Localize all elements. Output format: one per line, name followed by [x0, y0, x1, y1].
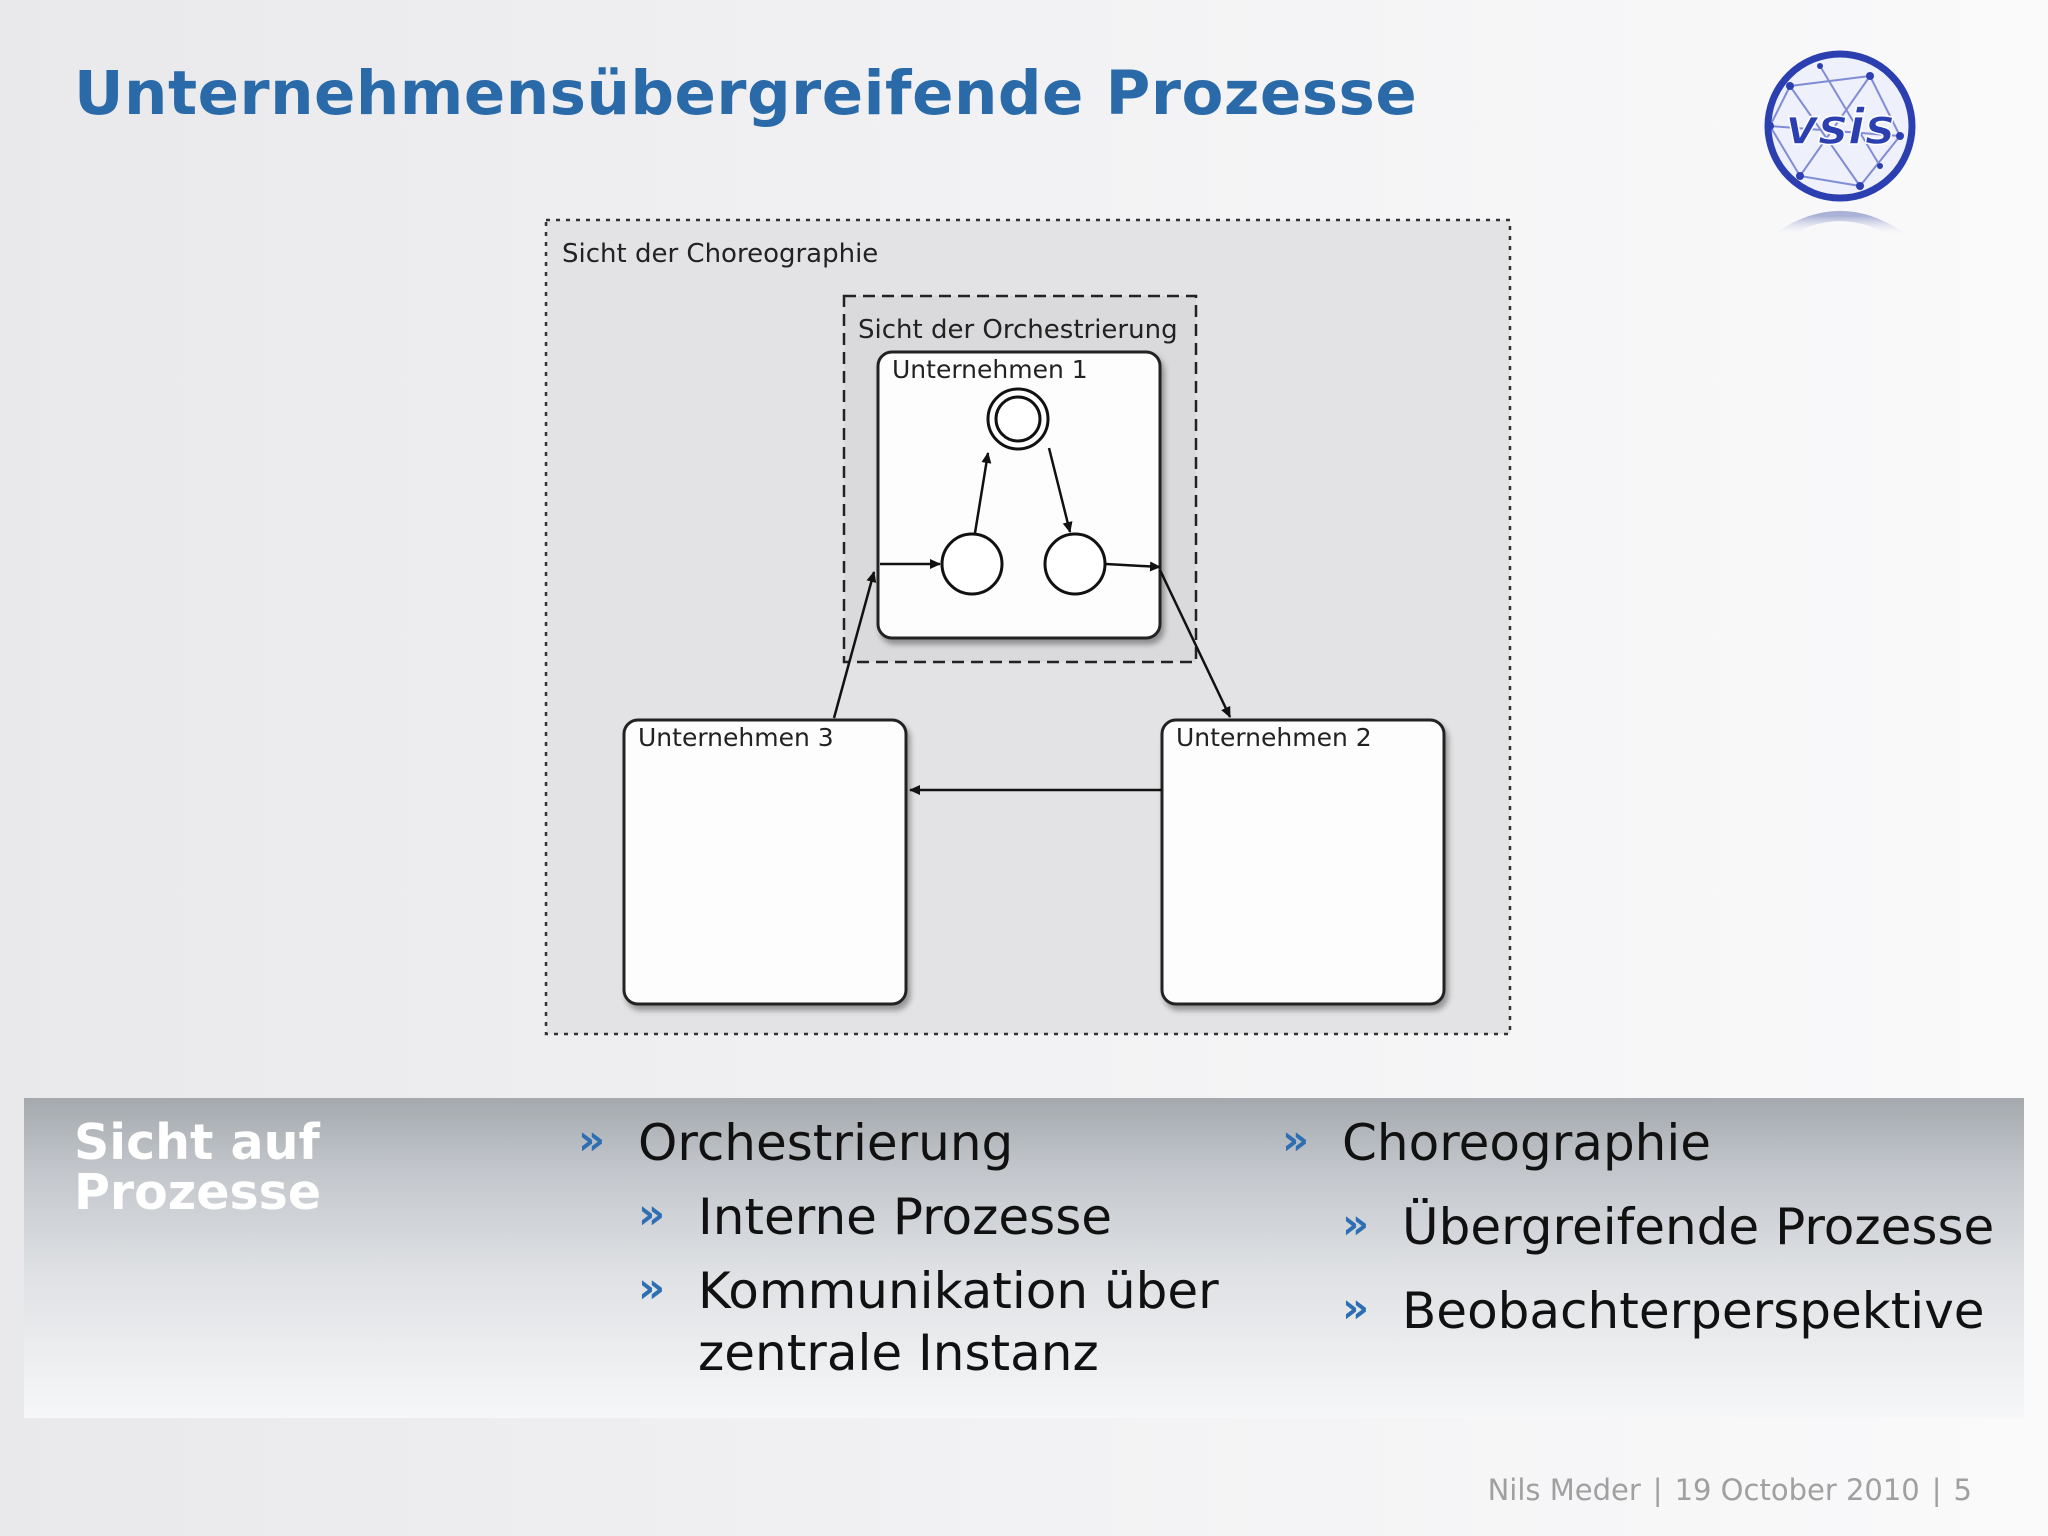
unternehmen-2-box: [1160, 718, 1446, 1006]
summary-band: [24, 1098, 2024, 1418]
chevron-bullet-icon: »: [638, 1189, 666, 1238]
bullet-orchestrierung: » Orchestrierung: [578, 1112, 1013, 1174]
chevron-bullet-icon: »: [1342, 1199, 1370, 1248]
orchestration-label: Sicht der Orchestrierung: [858, 315, 1178, 345]
chevron-bullet-icon: »: [638, 1263, 666, 1312]
vsis-logo: vsis: [1764, 50, 1916, 241]
bullet-text: zentrale Instanz: [698, 1324, 1099, 1382]
sub-bullet-uebergreifende-prozesse: » Übergreifende Prozesse: [1342, 1196, 1994, 1258]
sub-bullet-kommunikation-cont: zentrale Instanz: [698, 1322, 1099, 1384]
footer-sep: |: [1652, 1473, 1663, 1507]
sub-bullet-interne-prozesse: » Interne Prozesse: [638, 1186, 1112, 1248]
band-title-line-2: Prozesse: [74, 1164, 322, 1221]
slide-footer: Nils Meder | 19 October 2010 | 5: [1482, 1473, 1978, 1507]
process-diagram: Sicht der Choreographie Sicht der Orches…: [544, 218, 1512, 1036]
bullet-text: Choreographie: [1342, 1114, 1712, 1172]
unternehmen-3-box: [622, 718, 908, 1006]
chevron-bullet-icon: »: [1282, 1115, 1310, 1164]
sub-bullet-kommunikation: » Kommunikation über: [638, 1260, 1219, 1322]
arrow-1-to-2: [1158, 569, 1232, 718]
bullet-text: Übergreifende Prozesse: [1402, 1198, 1995, 1256]
unternehmen-1-label: Unternehmen 1: [892, 355, 1088, 384]
unternehmen-3-label: Unternehmen 3: [638, 723, 834, 752]
choreography-label: Sicht der Choreographie: [562, 239, 878, 269]
bullet-choreographie: » Choreographie: [1282, 1112, 1711, 1174]
chevron-bullet-icon: »: [1342, 1283, 1370, 1332]
footer-sep: |: [1931, 1473, 1942, 1507]
sub-bullet-beobachterperspektive: » Beobachterperspektive: [1342, 1280, 1985, 1342]
bullet-text: Interne Prozesse: [698, 1188, 1113, 1246]
bullet-text: Orchestrierung: [638, 1114, 1014, 1172]
footer-date: 19 October 2010: [1674, 1473, 1920, 1507]
arrow-3-to-1: [832, 571, 877, 719]
node-left: [940, 532, 1004, 596]
slide-title: Unternehmensübergreifende Prozesse: [74, 58, 1418, 129]
logo-text: vsis: [1785, 98, 1894, 156]
unternehmen-2-label: Unternehmen 2: [1176, 723, 1372, 752]
page-number: 5: [1953, 1473, 1972, 1507]
bullet-text: Beobachterperspektive: [1402, 1282, 1985, 1340]
footer-author: Nils Meder: [1487, 1473, 1641, 1507]
bullet-text: Kommunikation über: [698, 1262, 1219, 1320]
band-title-line-1: Sicht auf: [74, 1114, 320, 1171]
node-right: [1043, 532, 1107, 596]
chevron-bullet-icon: »: [578, 1115, 606, 1164]
band-title: Sicht auf Prozesse: [74, 1118, 514, 1218]
